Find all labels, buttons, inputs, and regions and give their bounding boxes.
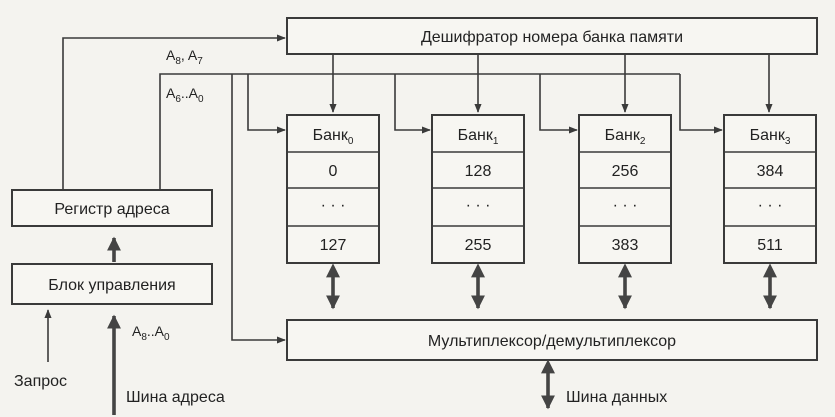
- bank-0-title: Банк0: [313, 127, 354, 147]
- bank-0: Банк0 0 · · · 127: [286, 114, 380, 264]
- bank-2-title: Банк2: [605, 127, 646, 147]
- bus-to-bank1: [394, 74, 431, 134]
- bank-2: Банк2 256 · · · 383: [578, 114, 672, 264]
- bank-1-first: 128: [465, 163, 492, 180]
- a8-a7-label: A8, A7: [166, 47, 203, 67]
- bank-1-dots: · · ·: [466, 197, 491, 214]
- mux-block: [286, 319, 818, 361]
- bus-to-bank2: [539, 74, 578, 134]
- decoder-label: Дешифратор номера банка памяти: [421, 29, 683, 46]
- a8-a7-wire: [62, 34, 286, 190]
- bank-3: Банк3 384 · · · 511: [723, 114, 817, 264]
- bank-3-last: 511: [757, 237, 783, 254]
- bank-3-dots: · · ·: [758, 197, 783, 214]
- bank-1-title: Банк1: [458, 127, 499, 147]
- bank-3-title: Банк3: [750, 127, 791, 147]
- a6-a0-bus: [159, 73, 680, 190]
- bank-0-first: 0: [329, 163, 338, 180]
- decoder-block: [286, 17, 818, 55]
- bank-2-first: 256: [612, 163, 639, 180]
- bank-3-first: 384: [757, 163, 784, 180]
- control-unit-block: [11, 263, 213, 305]
- a8-a0-label: A8..A0: [132, 323, 170, 343]
- data-bus-label: Шина данных: [566, 389, 667, 406]
- address-bus-label: Шина адреса: [126, 389, 225, 406]
- address-register-label: Регистр адреса: [54, 201, 169, 218]
- bank-0-last: 127: [320, 237, 347, 254]
- mux-label: Мультиплексор/демультиплексор: [428, 333, 676, 350]
- bank-2-dots: · · ·: [613, 197, 638, 214]
- bank-1: Банк1 128 · · · 255: [431, 114, 525, 264]
- control-unit-label: Блок управления: [48, 277, 175, 294]
- address-register-block: [11, 189, 213, 227]
- bank-0-dots: · · ·: [321, 197, 346, 214]
- a6-a0-label: A6..A0: [166, 85, 204, 105]
- bus-to-bank3: [679, 74, 723, 134]
- bank-1-last: 255: [465, 237, 492, 254]
- request-label: Запрос: [14, 373, 67, 390]
- bank-2-last: 383: [612, 237, 639, 254]
- bus-to-bank0: [247, 74, 286, 134]
- bus-to-mux: [231, 74, 286, 344]
